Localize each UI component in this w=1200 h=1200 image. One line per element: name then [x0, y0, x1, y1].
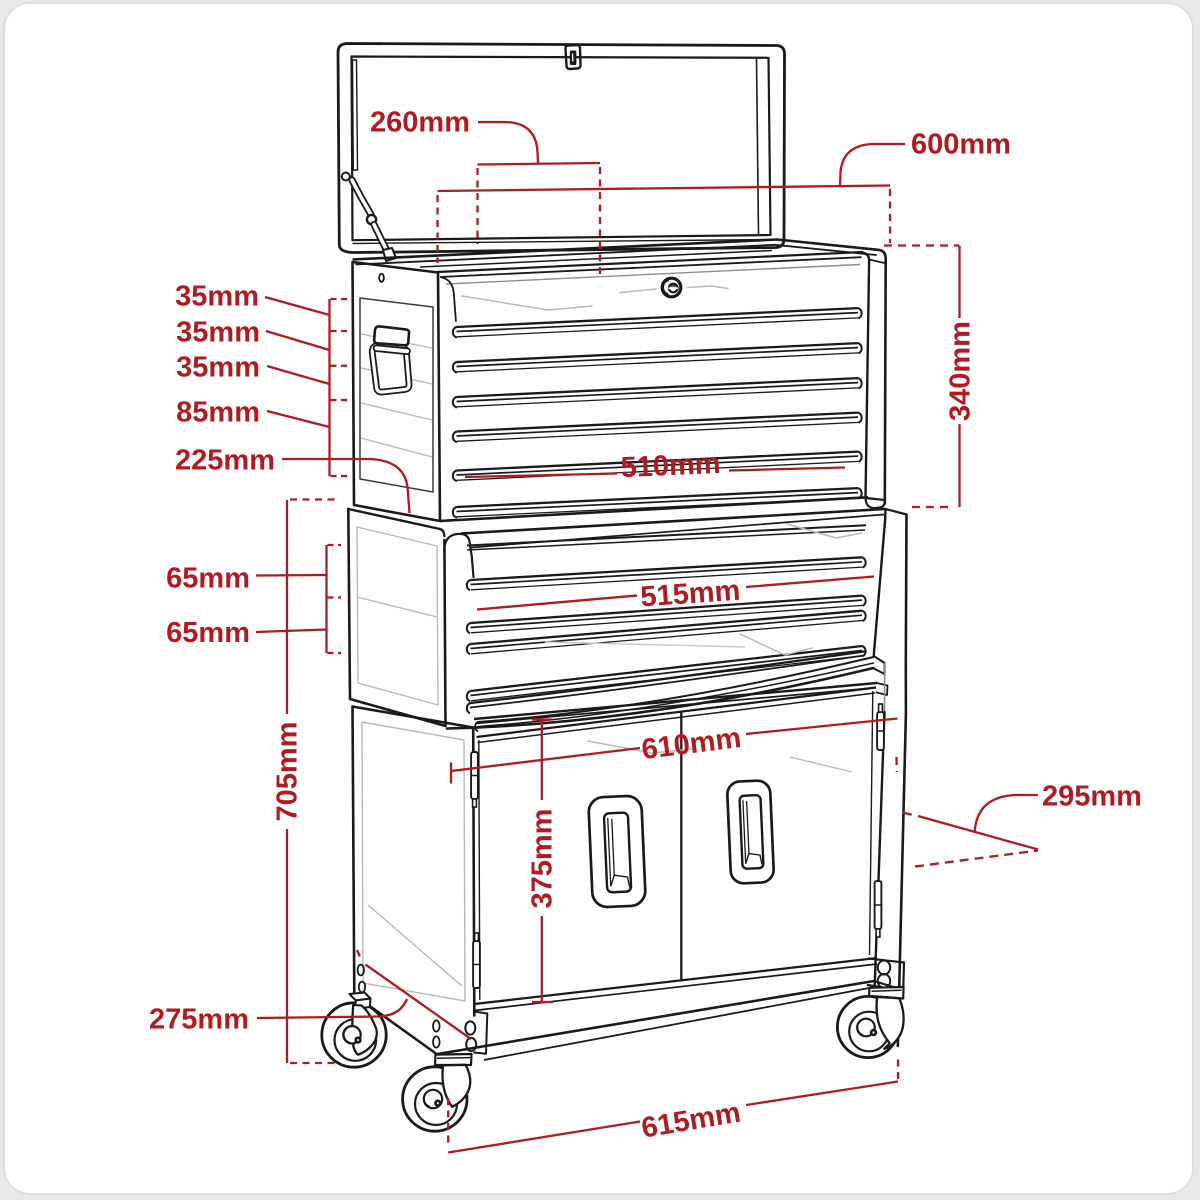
- svg-text:35mm: 35mm: [176, 317, 260, 349]
- svg-text:510mm: 510mm: [620, 448, 721, 484]
- svg-text:225mm: 225mm: [175, 445, 275, 477]
- svg-text:600mm: 600mm: [911, 129, 1011, 161]
- svg-text:295mm: 295mm: [1042, 781, 1142, 813]
- svg-text:610mm: 610mm: [640, 722, 743, 766]
- svg-text:375mm: 375mm: [527, 809, 559, 909]
- svg-text:340mm: 340mm: [945, 321, 977, 421]
- svg-text:35mm: 35mm: [176, 352, 260, 384]
- svg-text:35mm: 35mm: [175, 281, 259, 313]
- svg-text:85mm: 85mm: [176, 397, 260, 429]
- svg-text:65mm: 65mm: [166, 617, 250, 649]
- svg-text:705mm: 705mm: [272, 722, 304, 822]
- svg-text:275mm: 275mm: [149, 1004, 249, 1036]
- svg-text:615mm: 615mm: [639, 1097, 743, 1145]
- svg-text:65mm: 65mm: [166, 563, 250, 595]
- svg-text:260mm: 260mm: [370, 107, 470, 139]
- svg-text:515mm: 515mm: [639, 575, 741, 614]
